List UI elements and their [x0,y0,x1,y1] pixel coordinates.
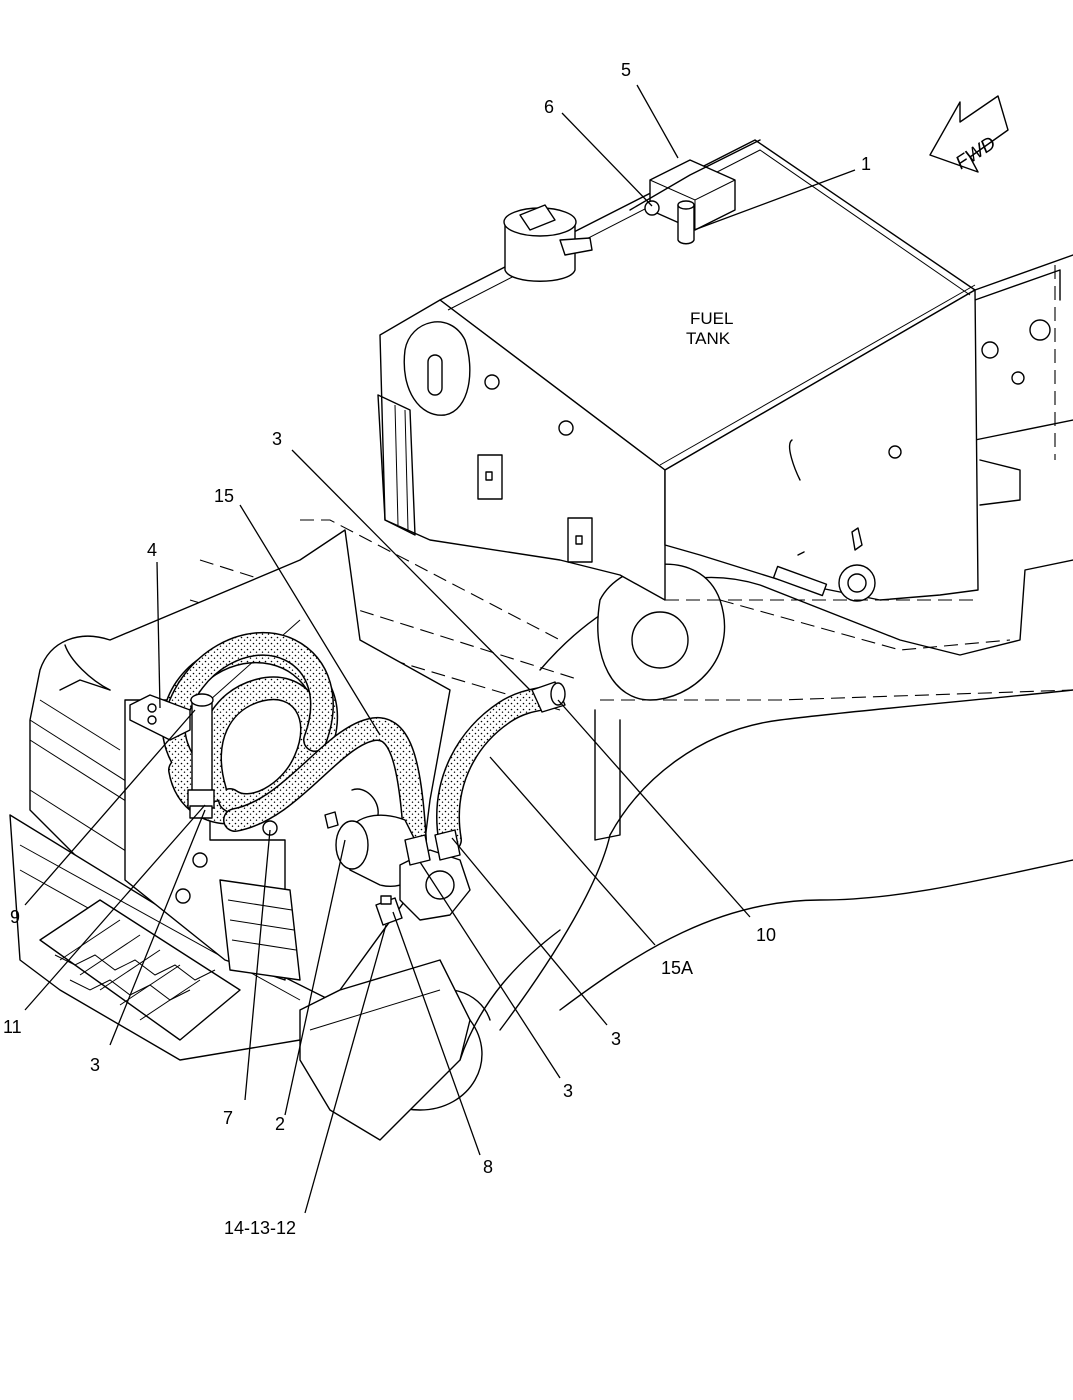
forward-direction-arrow: FWD [929,95,1009,174]
callout-11: 11 [3,1017,22,1037]
callout-14-13-12: 14-13-12 [224,1218,296,1238]
callout-3-top: 3 [272,429,282,449]
callout-4: 4 [147,540,157,560]
callout-3-left: 3 [90,1055,100,1075]
callout-15a: 15A [661,958,693,978]
callout-5: 5 [621,60,631,80]
callouts: 5 6 1 3 15 4 9 10 15A 11 3 3 3 7 2 8 14-… [3,60,871,1238]
callout-1: 1 [861,154,871,174]
callout-15: 15 [214,486,234,506]
leader-lines [24,84,856,1214]
callout-3-bottom: 3 [563,1081,573,1101]
fuel-tank-label-line2: TANK [686,329,731,348]
callout-6: 6 [544,97,554,117]
fuel-tank-label-line1: FUEL [690,309,733,328]
counterweight [9,529,471,1141]
callout-8: 8 [483,1157,493,1177]
callout-7: 7 [223,1108,233,1128]
fuel-tank: FUEL TANK [377,139,980,602]
tank-return-fitting [531,681,566,713]
fuel-filler-cap [503,204,593,282]
hose-assemblies [161,631,557,852]
fuel-switch-box [629,139,761,245]
callout-10: 10 [756,925,776,945]
callout-9: 9 [10,907,20,927]
callout-3-right: 3 [611,1029,621,1049]
callout-2: 2 [275,1114,285,1134]
